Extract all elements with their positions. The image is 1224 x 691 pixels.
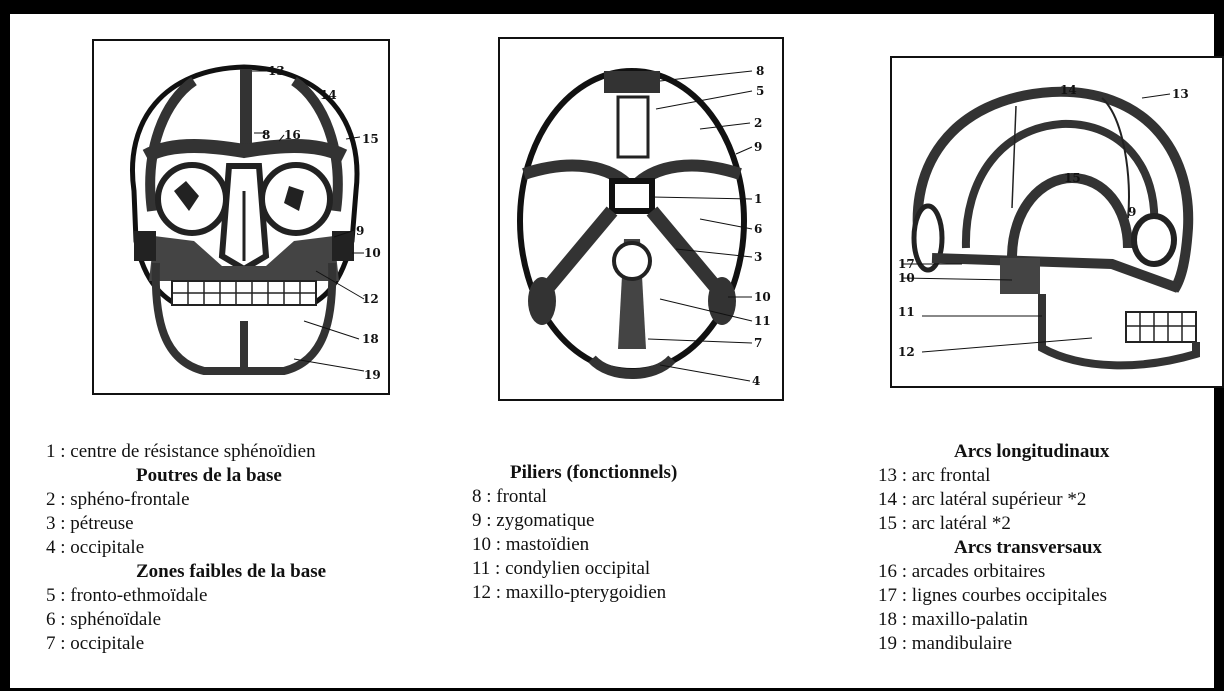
label-3: 3 [754, 250, 762, 264]
fronto-ethmoidal-zone [618, 97, 648, 157]
label-6: 6 [754, 222, 762, 236]
legend-item: 7 : occipitale [46, 632, 326, 656]
legend-item: 10 : mastoïdien [472, 533, 677, 557]
skull-base-view-drawing: 8 5 2 9 1 6 3 10 11 7 4 [500, 39, 782, 399]
label-11: 11 [898, 305, 915, 319]
label-9: 9 [754, 140, 762, 154]
frontal-pillar [604, 71, 660, 93]
legend-item: 4 : occipitale [46, 536, 326, 560]
orbital-arcades [146, 146, 344, 156]
label-7: 7 [754, 336, 762, 350]
label-8: 8 [756, 64, 764, 78]
legend-item: 12 : maxillo-pterygoidien [472, 581, 677, 605]
label-10: 10 [754, 290, 771, 304]
legend-heading-piliers: Piliers (fonctionnels) [472, 461, 677, 485]
legend-item: 18 : maxillo-palatin [878, 608, 1109, 632]
teeth-side [1126, 312, 1196, 342]
label-12: 12 [362, 292, 379, 306]
label-11: 11 [754, 314, 771, 328]
legend-heading-arcs-transversaux: Arcs transversaux [878, 536, 1109, 560]
skull-side-view-drawing: 14 13 15 9 17 10 11 12 [892, 58, 1222, 386]
label-9: 9 [1128, 205, 1136, 219]
label-10: 10 [898, 271, 915, 285]
legend-heading-poutres: Poutres de la base [46, 464, 326, 488]
skull-side-view-panel: 14 13 15 9 17 10 11 12 [890, 56, 1224, 388]
label-18: 18 [362, 332, 379, 346]
label-15: 15 [1064, 171, 1081, 185]
orbit-side [1134, 216, 1174, 264]
legend-item: 19 : mandibulaire [878, 632, 1109, 656]
foramen-magnum [614, 243, 650, 279]
legend-item: 13 : arc frontal [878, 464, 1109, 488]
legend-item: 14 : arc latéral supérieur *2 [878, 488, 1109, 512]
label-19: 19 [364, 368, 381, 382]
skull-base-view-panel: 8 5 2 9 1 6 3 10 11 7 4 [498, 37, 784, 401]
skull-front-view-drawing: 13 14 8 16 15 9 10 12 18 19 [94, 41, 388, 393]
legend-left: 1 : centre de résistance sphénoïdien Pou… [46, 440, 326, 656]
legend-heading-arcs-longitudinaux: Arcs longitudinaux [878, 440, 1109, 464]
skull-front-view-panel: 13 14 8 16 15 9 10 12 18 19 [92, 39, 390, 395]
label-9: 9 [356, 224, 364, 238]
legend-item: 11 : condylien occipital [472, 557, 677, 581]
legend-item: 2 : sphéno-frontale [46, 488, 326, 512]
label-15: 15 [362, 132, 379, 146]
legend-right: Arcs longitudinaux 13 : arc frontal 14 :… [878, 440, 1109, 656]
legend-item: 17 : lignes courbes occipitales [878, 584, 1109, 608]
label-2: 2 [754, 116, 762, 130]
frontal-buttress [240, 69, 252, 151]
legend-item: 5 : fronto-ethmoïdale [46, 584, 326, 608]
legend-item: 6 : sphénoïdale [46, 608, 326, 632]
skull-base-side [932, 258, 1178, 288]
legend-item: 9 : zygomatique [472, 509, 677, 533]
legend-item: 15 : arc latéral *2 [878, 512, 1109, 536]
legend-item: 8 : frontal [472, 485, 677, 509]
label-13: 13 [1172, 87, 1189, 101]
legend-item: 3 : pétreuse [46, 512, 326, 536]
label-14: 14 [320, 88, 337, 102]
label-16: 16 [284, 128, 301, 142]
label-1: 1 [754, 192, 762, 206]
label-4: 4 [752, 374, 760, 388]
sphenoid-center [612, 181, 652, 211]
legend-middle: Piliers (fonctionnels) 8 : frontal 9 : z… [472, 461, 677, 605]
label-12: 12 [898, 345, 915, 359]
legend-heading-zones: Zones faibles de la base [46, 560, 326, 584]
legend-item: 16 : arcades orbitaires [878, 560, 1109, 584]
label-5: 5 [756, 84, 764, 98]
legend-item: 1 : centre de résistance sphénoïdien [46, 440, 326, 464]
label-13: 13 [268, 64, 285, 78]
label-17: 17 [898, 257, 915, 271]
label-14: 14 [1060, 83, 1077, 97]
label-10: 10 [364, 246, 381, 260]
label-8: 8 [262, 128, 270, 142]
